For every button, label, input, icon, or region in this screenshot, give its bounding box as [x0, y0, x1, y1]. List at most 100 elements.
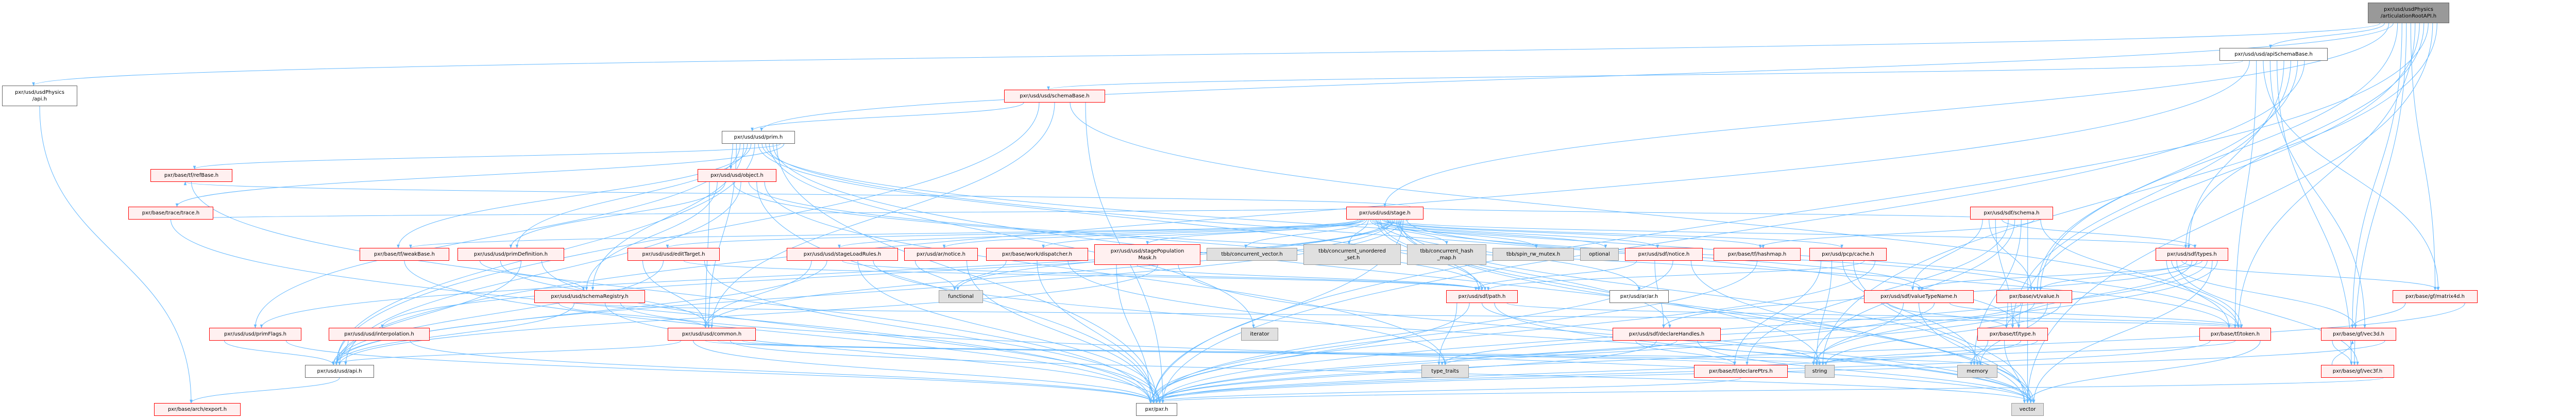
dependency-edge	[1149, 260, 1757, 404]
node-object[interactable]: pxr/usd/usd/object.h	[698, 169, 776, 182]
node-schemaregistry[interactable]: pxr/usd/usd/schemaRegistry.h	[534, 290, 645, 303]
dependency-edge	[1989, 219, 2033, 291]
dependency-edge	[190, 377, 340, 404]
node-primflags[interactable]: pxr/usd/usd/primFlags.h	[209, 328, 301, 341]
dependency-edge	[332, 340, 682, 365]
dependency-edge	[748, 181, 2231, 328]
node-matrix4d[interactable]: pxr/base/gf/matrix4d.h	[2393, 290, 2478, 303]
dependency-edge	[338, 260, 521, 365]
node-schemabase[interactable]: pxr/usd/usd/schemaBase.h	[1004, 90, 1105, 103]
dependency-edge	[704, 219, 1393, 328]
dependency-edge	[2166, 260, 2231, 328]
dependency-edge	[1152, 377, 2384, 404]
node-ar-notice[interactable]: pxr/usd/ar/notice.h	[904, 248, 978, 261]
node-stagepopulationmask[interactable]: pxr/usd/usd/stagePopulation Mask.h	[1094, 244, 1200, 265]
node-vec3f[interactable]: pxr/base/gf/vec3f.h	[2321, 365, 2394, 378]
dependency-edge	[335, 260, 664, 365]
node-usdphysics-api[interactable]: pxr/usd/usdPhysics /api.h	[2, 86, 77, 106]
dependency-edge	[1911, 219, 1983, 291]
dependency-edge	[761, 143, 2240, 328]
node-common[interactable]: pxr/usd/usd/common.h	[668, 328, 756, 341]
node-prim[interactable]: pxr/usd/usd/prim.h	[722, 131, 795, 144]
dependency-edge	[509, 181, 726, 248]
node-tbb-concurrent-hash-map: tbb/concurrent_hash _map.h	[1407, 244, 1486, 265]
dependency-edge	[1152, 23, 2429, 404]
node-sdf-path[interactable]: pxr/usd/sdf/path.h	[1446, 290, 1518, 303]
dependency-edge	[260, 219, 1392, 328]
node-root-articulationrootapi[interactable]: pxr/usd/usdPhysics /articulationRootAPI.…	[2368, 3, 2449, 23]
node-tbb-spin-rw-mutex: tbb/spin_rw_mutex.h	[1493, 248, 1574, 261]
dependency-edge	[1404, 206, 2013, 220]
dependency-edge	[2039, 260, 2188, 291]
dependency-edge	[1815, 303, 1904, 365]
dependency-edge	[1950, 303, 2243, 328]
dependency-edge	[2176, 260, 2359, 365]
node-sdf-notice[interactable]: pxr/usd/sdf/notice.h	[1625, 248, 1703, 261]
dependency-edge	[253, 143, 740, 328]
node-declarehandles[interactable]: pxr/usd/sdf/declareHandles.h	[1613, 328, 1721, 341]
node-tf-type[interactable]: pxr/base/tf/type.h	[1977, 328, 2048, 341]
dependency-edge	[541, 260, 1161, 404]
dependency-edge	[2269, 60, 2366, 328]
dependency-edge	[1494, 303, 2032, 404]
dependency-edge	[2026, 340, 2261, 404]
dependency-edge	[1116, 264, 1152, 404]
node-primdefinition[interactable]: pxr/usd/usd/primDefinition.h	[457, 248, 564, 261]
dependency-edge	[2410, 23, 2437, 291]
dependency-edge	[729, 143, 733, 170]
dependency-edge	[2017, 23, 2420, 328]
dependency-edge	[1486, 260, 1865, 291]
dependency-edge	[2011, 60, 2291, 328]
dependency-edge	[1369, 219, 1448, 245]
dependency-edge	[751, 102, 1024, 131]
dependency-edge	[184, 181, 1411, 207]
node-stageloadrules[interactable]: pxr/usd/usd/stageLoadRules.h	[787, 248, 898, 261]
dependency-edge	[1067, 260, 1447, 365]
node-dispatcher[interactable]: pxr/base/work/dispatcher.h	[986, 248, 1088, 261]
dependency-edge	[857, 260, 1161, 404]
dependency-edge	[409, 219, 1409, 248]
dependency-edge	[2002, 219, 2197, 248]
node-optional: optional	[1580, 248, 1619, 261]
node-sdf-types[interactable]: pxr/usd/sdf/types.h	[2156, 248, 2228, 261]
node-arch-export[interactable]: pxr/base/arch/export.h	[154, 403, 241, 416]
node-vec3d[interactable]: pxr/base/gf/vec3d.h	[2321, 328, 2396, 341]
dependency-edge	[1383, 219, 1843, 248]
node-vt-value[interactable]: pxr/base/vt/value.h	[1996, 290, 2072, 303]
dependency-edge	[704, 260, 812, 328]
node-weakbase[interactable]: pxr/base/tf/weakBase.h	[360, 248, 449, 261]
node-sdf-schema[interactable]: pxr/usd/sdf/schema.h	[1970, 207, 2053, 220]
node-declareptrs[interactable]: pxr/base/tf/declarePtrs.h	[1694, 365, 1788, 378]
dependency-edge	[2351, 303, 2406, 328]
dependency-edge	[1155, 340, 2021, 404]
dependency-edge	[1888, 303, 2008, 328]
dependency-edge	[1919, 303, 2029, 404]
dependency-edge	[1146, 219, 1362, 245]
node-pcp-cache[interactable]: pxr/usd/pcp/cache.h	[1809, 248, 1887, 261]
node-token[interactable]: pxr/base/tf/token.h	[2199, 328, 2271, 341]
node-trace[interactable]: pxr/base/trace/trace.h	[128, 207, 213, 220]
dependency-edge	[1152, 303, 1470, 404]
node-pxr[interactable]: pxr/pxr.h	[1136, 403, 1177, 416]
dependency-edge	[381, 219, 1389, 328]
node-usd-api[interactable]: pxr/usd/usd/api.h	[305, 365, 374, 378]
node-apischemabase[interactable]: pxr/usd/usd/apiSchemaBase.h	[2219, 48, 2328, 61]
dependency-edge	[1917, 260, 2202, 291]
node-hashmap[interactable]: pxr/base/tf/hashmap.h	[1714, 248, 1801, 261]
dependency-edge	[1387, 219, 2036, 291]
dependency-edge	[914, 260, 956, 291]
node-valuetypename[interactable]: pxr/usd/sdf/valueTypeName.h	[1864, 290, 1974, 303]
dependency-edge	[742, 340, 1736, 365]
node-edittarget[interactable]: pxr/usd/usd/editTarget.h	[628, 248, 720, 261]
node-ar-ar[interactable]: pxr/usd/ar/ar.h	[1609, 290, 1669, 303]
node-stage[interactable]: pxr/usd/usd/stage.h	[1346, 207, 1423, 220]
dependency-edge	[1995, 219, 2014, 328]
dependency-edge	[2233, 60, 2257, 328]
dependency-edge	[1758, 219, 2035, 248]
dependency-edge	[2353, 23, 2407, 365]
dependency-edge	[1815, 340, 2235, 365]
dependency-edge	[1970, 340, 1989, 365]
node-interpolation[interactable]: pxr/usd/usd/interpolation.h	[329, 328, 430, 341]
node-refbase[interactable]: pxr/base/tf/refBase.h	[150, 169, 232, 182]
